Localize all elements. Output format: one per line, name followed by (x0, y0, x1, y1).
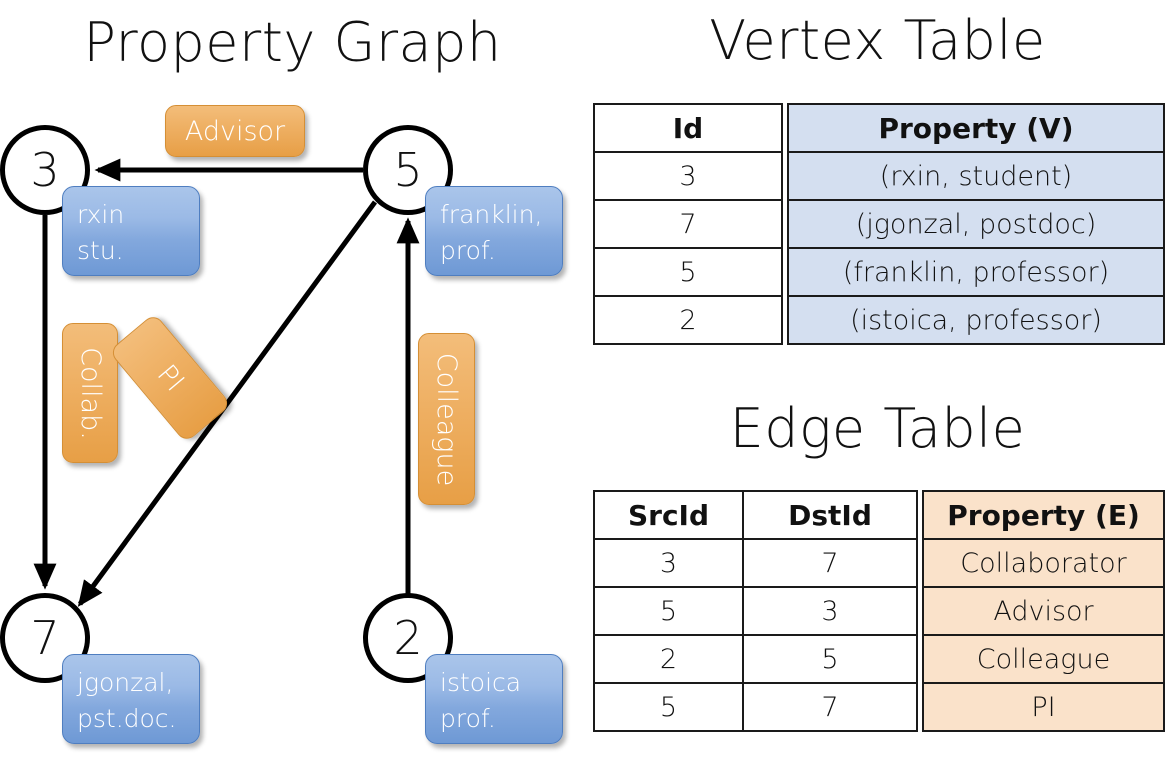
edge-cell-dst: 5 (742, 634, 918, 684)
column-gap (782, 104, 788, 152)
node-property-box-istoica[interactable]: istoica prof. (425, 654, 563, 744)
vertex-cell-id: 3 (593, 151, 783, 201)
vertex-table-header-id: Id (593, 103, 783, 153)
table-row[interactable]: 5 7 PI (593, 682, 1165, 732)
column-gap (782, 296, 788, 344)
column-gap (917, 635, 923, 683)
column-gap (782, 200, 788, 248)
vertex-table-header-row: Id Property (V) (593, 103, 1165, 153)
vertex-cell-property: (jgonzal, postdoc) (787, 199, 1165, 249)
table-row[interactable]: 7 (jgonzal, postdoc) (593, 199, 1165, 249)
edge-cell-dst: 3 (742, 586, 918, 636)
edge-cell-src: 5 (593, 586, 744, 636)
graph-node-3-label: 3 (30, 143, 60, 197)
column-gap (917, 587, 923, 635)
edge-cell-property: Colleague (922, 634, 1165, 684)
edge-cell-property: Collaborator (922, 538, 1165, 588)
table-row[interactable]: 2 (istoica, professor) (593, 295, 1165, 345)
column-gap (782, 152, 788, 200)
edge-cell-src: 3 (593, 538, 744, 588)
edge-table-header-row: SrcId DstId Property (E) (593, 490, 1165, 540)
edge-table-header-dstid: DstId (742, 490, 918, 540)
vertex-cell-id: 5 (593, 247, 783, 297)
edge-cell-src: 5 (593, 682, 744, 732)
table-row[interactable]: 3 7 Collaborator (593, 538, 1165, 588)
node-property-box-rxin[interactable]: rxin stu. (62, 186, 200, 276)
graph-node-2[interactable]: 2 (363, 593, 453, 683)
edge-cell-property: Advisor (922, 586, 1165, 636)
edge-label-box-collab[interactable]: Collab. (62, 323, 118, 463)
edge-cell-dst: 7 (742, 682, 918, 732)
graph-node-7-label: 7 (30, 611, 60, 665)
table-row[interactable]: 5 (franklin, professor) (593, 247, 1165, 297)
edge-label-collab: Collab. (74, 346, 106, 440)
graph-node-2-label: 2 (393, 611, 423, 665)
node-property-line-1: jgonzal, (77, 668, 174, 697)
page-title-edge-table: Edge Table (729, 397, 1026, 460)
table-row[interactable]: 5 3 Advisor (593, 586, 1165, 636)
column-gap (917, 683, 923, 731)
page-title-property-graph: Property Graph (83, 11, 502, 74)
node-property-line-2: stu. (77, 236, 124, 265)
node-property-line-1: franklin, (440, 200, 543, 229)
vertex-cell-property: (franklin, professor) (787, 247, 1165, 297)
edge-cell-dst: 7 (742, 538, 918, 588)
node-property-line-2: prof. (440, 236, 496, 265)
edge-cell-src: 2 (593, 634, 744, 684)
vertex-cell-id: 2 (593, 295, 783, 345)
edge-label-advisor: Advisor (184, 115, 286, 147)
node-property-line-1: istoica (440, 668, 522, 697)
table-row[interactable]: 2 5 Colleague (593, 634, 1165, 684)
page-title-vertex-table: Vertex Table (709, 9, 1046, 72)
vertex-table-header-property: Property (V) (787, 103, 1165, 153)
graph-node-5[interactable]: 5 (363, 125, 453, 215)
edge-cell-property: PI (922, 682, 1165, 732)
vertex-cell-id: 7 (593, 199, 783, 249)
vertex-cell-property: (rxin, student) (787, 151, 1165, 201)
node-property-line-1: rxin (77, 200, 125, 229)
node-property-box-franklin[interactable]: franklin, prof. (425, 186, 563, 276)
edge-label-pi: PI (150, 358, 190, 398)
node-property-line-2: prof. (440, 704, 496, 733)
vertex-table: Id Property (V) 3 (rxin, student) 7 (jgo… (593, 103, 1165, 345)
edge-table-header-srcid: SrcId (593, 490, 744, 540)
node-property-line-2: pst.doc. (77, 704, 177, 733)
table-row[interactable]: 3 (rxin, student) (593, 151, 1165, 201)
column-gap (917, 491, 923, 539)
edge-label-box-colleague[interactable]: Colleague (418, 333, 475, 505)
column-gap (782, 248, 788, 296)
column-gap (917, 539, 923, 587)
edge-label-box-advisor[interactable]: Advisor (165, 105, 305, 157)
edge-table: SrcId DstId Property (E) 3 7 Collaborato… (593, 490, 1165, 732)
edge-label-colleague: Colleague (431, 352, 462, 486)
graph-node-5-label: 5 (393, 143, 423, 197)
node-property-box-jgonzal[interactable]: jgonzal, pst.doc. (62, 654, 200, 744)
vertex-cell-property: (istoica, professor) (787, 295, 1165, 345)
edge-table-header-property: Property (E) (922, 490, 1165, 540)
